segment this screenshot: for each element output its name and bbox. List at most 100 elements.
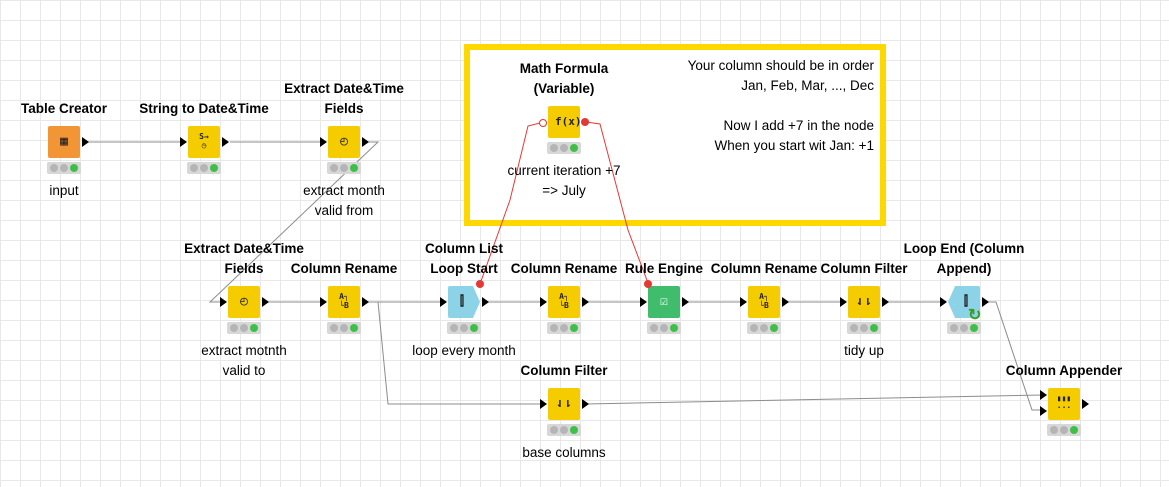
node-extract-datetime-fields-1[interactable]: Extract Date&Time Fields ◴ extract month… xyxy=(284,81,404,218)
column-appender-icon: ▮▮▮··· xyxy=(1048,388,1080,420)
node-column-list-loop-start[interactable]: Column List Loop Start ⫿ loop every mont… xyxy=(412,241,516,358)
status-traffic-light xyxy=(847,322,881,334)
rule-engine-icon: ☑ xyxy=(648,286,680,318)
filter-glyph: ⇃⇂ xyxy=(556,396,572,411)
variable-input-port[interactable] xyxy=(644,280,652,288)
node-column-rename-1[interactable]: Column Rename A┐└B xyxy=(291,261,397,334)
node-caption: current iteration +7 => July xyxy=(507,163,621,198)
output-port[interactable] xyxy=(82,137,89,147)
status-traffic-light xyxy=(547,424,581,436)
node-title: Column Filter xyxy=(520,363,608,378)
output-port[interactable] xyxy=(222,137,229,147)
input-port[interactable] xyxy=(440,297,447,307)
input-port[interactable] xyxy=(180,137,187,147)
output-port[interactable] xyxy=(682,297,689,307)
variable-output-port[interactable] xyxy=(581,118,589,126)
status-traffic-light xyxy=(547,322,581,334)
column-rename-icon: A┐└B xyxy=(328,286,360,318)
node-rule-engine[interactable]: Rule Engine ☑ xyxy=(625,261,703,334)
status-traffic-light xyxy=(1047,424,1081,436)
variable-output-port[interactable] xyxy=(476,280,484,288)
node-column-rename-3[interactable]: Column Rename A┐└B xyxy=(711,261,817,334)
node-extract-datetime-fields-2[interactable]: Extract Date&Time Fields ◴ extract motnt… xyxy=(184,241,304,378)
clock-glyph: ◴ xyxy=(340,134,348,149)
formula-glyph: f(x) xyxy=(555,115,582,128)
node-caption: base columns xyxy=(522,445,606,460)
loop-end-icon: ⫿ xyxy=(948,286,980,318)
node-title: Column Rename xyxy=(510,261,618,276)
input-port-2[interactable] xyxy=(1040,406,1047,416)
annotation-text: Your column should be in order Jan, Feb,… xyxy=(687,58,874,153)
loop-glyph: ⫿ xyxy=(963,294,969,309)
output-port[interactable] xyxy=(362,137,369,147)
input-port[interactable] xyxy=(320,137,327,147)
input-port[interactable] xyxy=(940,297,947,307)
output-port[interactable] xyxy=(882,297,889,307)
node-table-creator[interactable]: Table Creator ▦ input xyxy=(21,101,107,198)
node-title: Table Creator xyxy=(20,101,108,116)
status-traffic-light xyxy=(47,162,81,174)
output-port[interactable] xyxy=(782,297,789,307)
extract-datetime-icon: ◴ xyxy=(328,126,360,158)
node-string-to-datetime[interactable]: String to Date&Time S→◷ xyxy=(139,101,269,174)
table-creator-icon: ▦ xyxy=(48,126,80,158)
input-port[interactable] xyxy=(740,297,747,307)
node-title: Column Rename xyxy=(710,261,818,276)
appender-glyph: ▮▮▮··· xyxy=(1056,394,1072,412)
status-traffic-light xyxy=(327,162,361,174)
node-title: Math Formula (Variable) xyxy=(519,61,609,96)
node-column-appender[interactable]: Column Appender ▮▮▮··· xyxy=(1006,363,1122,436)
node-title: Column List Loop Start xyxy=(425,241,503,276)
node-title: Rule Engine xyxy=(624,261,703,276)
output-port[interactable] xyxy=(262,297,269,307)
column-filter-icon: ⇃⇂ xyxy=(848,286,880,318)
node-caption: extract month valid from xyxy=(303,183,385,218)
table-glyph: ▦ xyxy=(60,134,68,149)
clock-glyph: ◴ xyxy=(240,294,248,309)
status-traffic-light xyxy=(947,322,981,334)
node-title: Column Rename xyxy=(290,261,398,276)
node-column-rename-2[interactable]: Column Rename A┐└B xyxy=(511,261,617,334)
node-title: String to Date&Time xyxy=(139,101,269,116)
output-port[interactable] xyxy=(362,297,369,307)
node-caption: extract motnth valid to xyxy=(201,343,287,378)
input-port[interactable] xyxy=(640,297,647,307)
node-loop-end-column-append[interactable]: Loop End (Column Append) ⫿ ↻ xyxy=(904,241,1024,334)
node-column-filter-2[interactable]: Column Filter ⇃⇂ base columns xyxy=(521,363,608,460)
input-port-1[interactable] xyxy=(1040,390,1047,400)
loop-glyph: ⫿ xyxy=(459,294,465,309)
connection-loop-end-to-appender xyxy=(986,301,1042,411)
input-port[interactable] xyxy=(220,297,227,307)
output-port[interactable] xyxy=(582,399,589,409)
input-port[interactable] xyxy=(540,297,547,307)
status-traffic-light xyxy=(227,322,261,334)
status-traffic-light xyxy=(327,322,361,334)
node-title: Loop End (Column Append) xyxy=(903,241,1025,276)
column-rename-icon: A┐└B xyxy=(548,286,580,318)
input-port[interactable] xyxy=(540,399,547,409)
rename-glyph: A┐└B xyxy=(339,292,349,310)
extract-datetime-icon: ◴ xyxy=(228,286,260,318)
rename-glyph: A┐└B xyxy=(759,292,769,310)
input-port[interactable] xyxy=(840,297,847,307)
output-port[interactable] xyxy=(582,297,589,307)
input-port[interactable] xyxy=(320,297,327,307)
node-column-filter-1[interactable]: Column Filter ⇃⇂ tidy up xyxy=(821,261,908,358)
variable-input-port[interactable] xyxy=(539,119,547,127)
math-formula-icon: f(x) xyxy=(548,106,582,138)
checkbox-glyph: ☑ xyxy=(660,294,668,309)
column-rename-icon: A┐└B xyxy=(748,286,780,318)
node-title: Column Filter xyxy=(820,261,908,276)
output-port[interactable] xyxy=(1082,399,1089,409)
node-math-formula-variable[interactable]: Math Formula (Variable) f(x) current ite… xyxy=(508,61,621,198)
output-port[interactable] xyxy=(982,297,989,307)
status-traffic-light xyxy=(187,162,221,174)
loop-refresh-icon: ↻ xyxy=(968,307,982,324)
node-caption: loop every month xyxy=(412,343,516,358)
status-traffic-light xyxy=(747,322,781,334)
output-port[interactable] xyxy=(482,297,489,307)
loop-start-icon: ⫿ xyxy=(448,286,480,318)
status-traffic-light xyxy=(447,322,481,334)
clock-glyph: S→◷ xyxy=(199,132,209,150)
